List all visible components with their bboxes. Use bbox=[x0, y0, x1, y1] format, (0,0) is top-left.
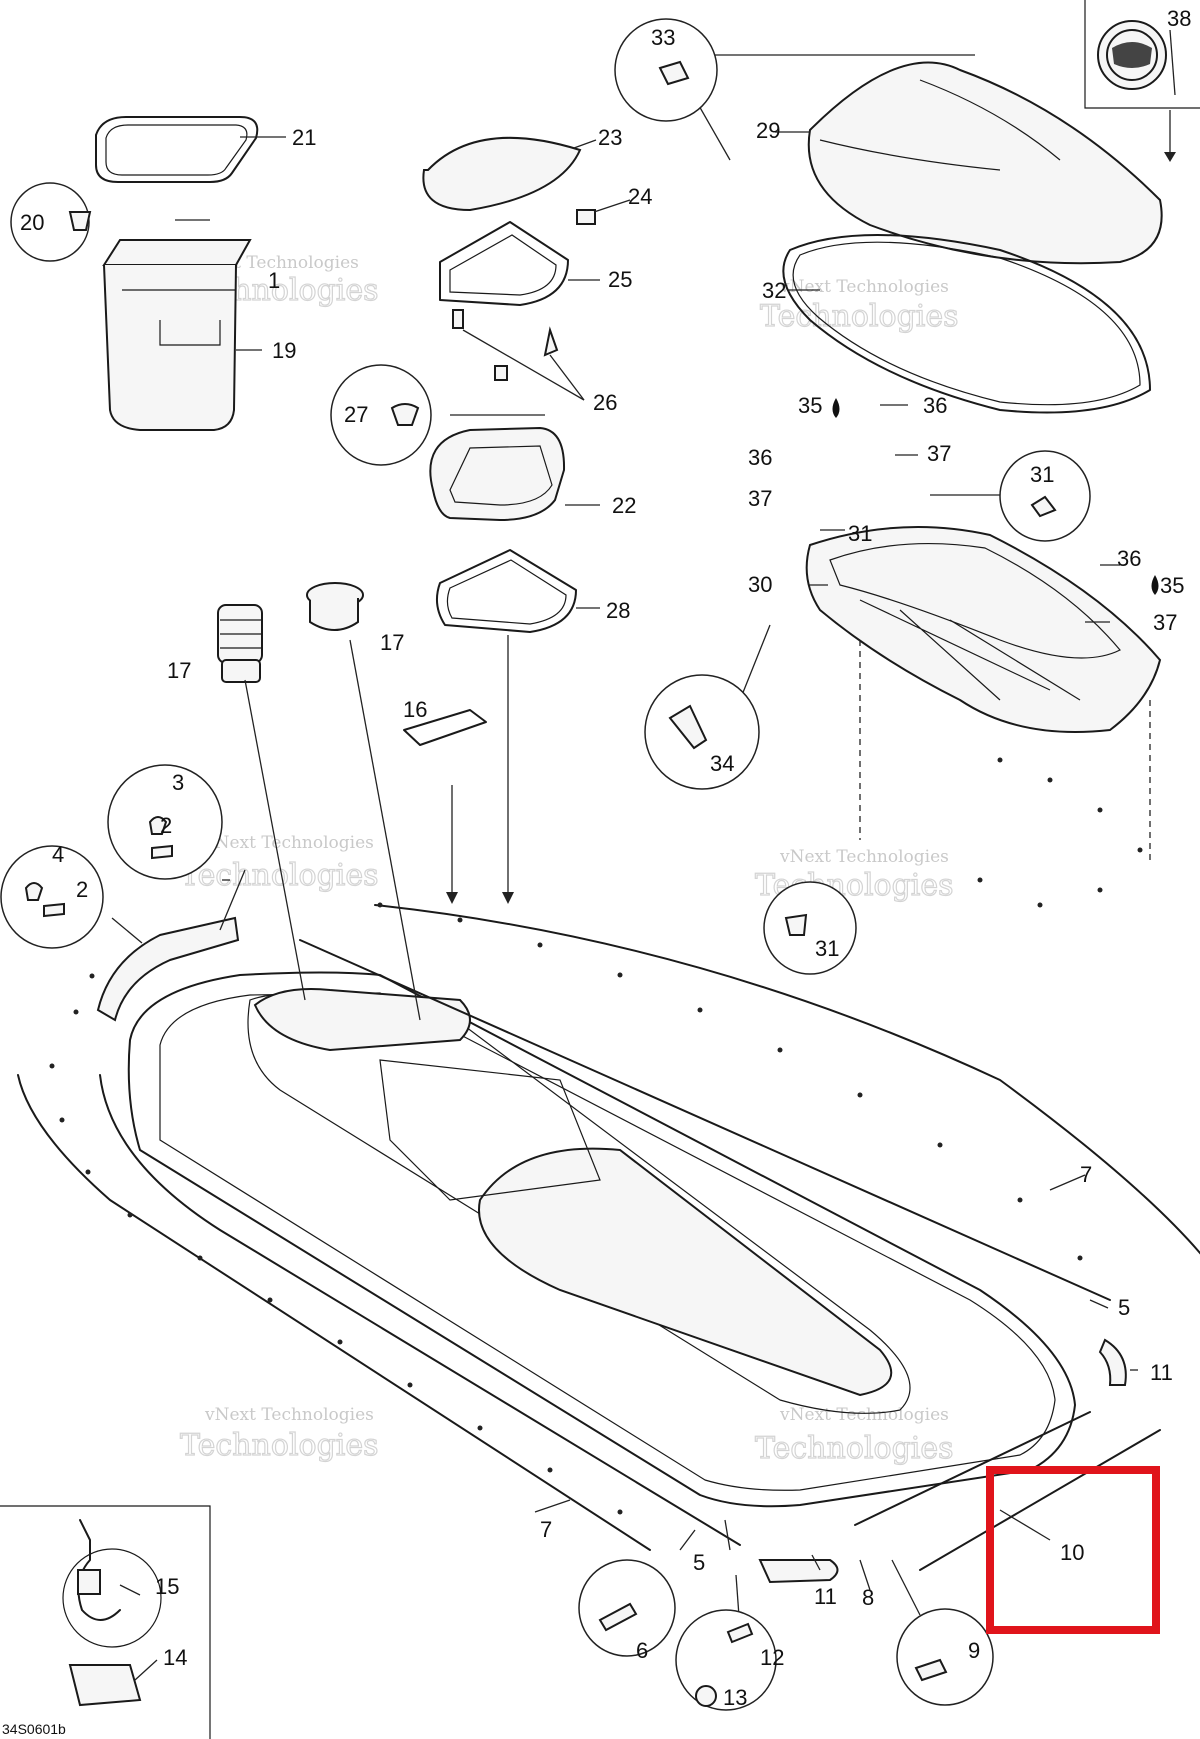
callout-7a: 7 bbox=[1080, 1162, 1092, 1187]
glove-box bbox=[422, 136, 596, 633]
callout-labels: 1 2 2 3 4 5 5 6 7 7 8 9 10 11 11 12 13 1… bbox=[20, 6, 1191, 1710]
callout-13: 13 bbox=[723, 1685, 747, 1710]
callout-26: 26 bbox=[593, 390, 617, 415]
drop-icon bbox=[832, 398, 1159, 595]
callout-24: 24 bbox=[628, 184, 652, 209]
callout-2b: 2 bbox=[76, 877, 88, 902]
callout-28: 28 bbox=[606, 598, 630, 623]
callout-3: 3 bbox=[172, 770, 184, 795]
callout-32: 32 bbox=[762, 278, 786, 303]
watermark-outline: Technologies bbox=[760, 299, 959, 334]
front-tub bbox=[805, 526, 1162, 860]
callout-22: 22 bbox=[612, 493, 636, 518]
detail-circle-20 bbox=[10, 182, 90, 262]
callout-10: 10 bbox=[1060, 1540, 1084, 1565]
leader-lines bbox=[111, 54, 1138, 1681]
callout-5a: 5 bbox=[1118, 1295, 1130, 1320]
callout-38: 38 bbox=[1167, 6, 1191, 31]
callout-7b: 7 bbox=[540, 1517, 552, 1542]
callout-27: 27 bbox=[344, 402, 368, 427]
watermark-text: vNext Technologies bbox=[779, 1405, 949, 1425]
callout-21: 21 bbox=[292, 125, 316, 150]
callout-31c: 31 bbox=[815, 936, 839, 961]
callout-29: 29 bbox=[756, 118, 780, 143]
callout-25: 25 bbox=[608, 267, 632, 292]
callout-2a: 2 bbox=[160, 813, 172, 838]
deck-assembly bbox=[17, 635, 1200, 1584]
detail-circles bbox=[0, 18, 1091, 1711]
watermark-group: vNext Technologies Technologies vNext Te… bbox=[179, 253, 959, 1467]
callout-34: 34 bbox=[710, 751, 734, 776]
callout-20: 20 bbox=[20, 210, 44, 235]
detail-circle-9 bbox=[896, 1608, 994, 1706]
callout-12: 12 bbox=[760, 1645, 784, 1670]
callout-30: 30 bbox=[748, 572, 772, 597]
callout-23: 23 bbox=[598, 125, 622, 150]
watermark-text: vNext Technologies bbox=[204, 1405, 374, 1425]
detail-circle-15 bbox=[62, 1548, 162, 1648]
watermark-text: vNext Technologies bbox=[779, 277, 949, 297]
callout-11b: 11 bbox=[814, 1584, 837, 1609]
storage-bin bbox=[95, 116, 259, 431]
callout-19: 19 bbox=[272, 338, 296, 363]
callout-17b: 17 bbox=[380, 630, 404, 655]
callout-9: 9 bbox=[968, 1638, 980, 1663]
callout-11a: 11 bbox=[1150, 1360, 1173, 1385]
callout-6: 6 bbox=[636, 1638, 648, 1663]
callout-8: 8 bbox=[862, 1585, 874, 1610]
callout-14: 14 bbox=[163, 1645, 187, 1670]
inset-brp-cap bbox=[1084, 0, 1200, 162]
callout-15: 15 bbox=[155, 1574, 179, 1599]
detail-circle-27 bbox=[330, 364, 432, 466]
callout-4: 4 bbox=[52, 842, 64, 867]
document-number: 34S0601b bbox=[2, 1721, 66, 1737]
watermark-text: vNext Technologies bbox=[779, 847, 949, 867]
callout-1: 1 bbox=[268, 268, 280, 293]
detail-circle-4-2 bbox=[0, 845, 104, 949]
watermark-outline: Technologies bbox=[755, 1431, 954, 1466]
callout-31b: 31 bbox=[848, 521, 872, 546]
detail-circle-31-mid bbox=[763, 881, 857, 975]
front-cowl bbox=[782, 61, 1163, 414]
callout-36b: 36 bbox=[748, 445, 772, 470]
callout-36c: 36 bbox=[1117, 546, 1141, 571]
callout-31a: 31 bbox=[1030, 462, 1054, 487]
callout-35a: 35 bbox=[798, 393, 822, 418]
watermark-text: vNext Technologies bbox=[204, 833, 374, 853]
watermark-outline: Technologies bbox=[180, 1428, 379, 1463]
callout-37c: 37 bbox=[1153, 610, 1177, 635]
callout-37a: 37 bbox=[927, 441, 951, 466]
callout-16: 16 bbox=[403, 697, 427, 722]
callout-5b: 5 bbox=[693, 1550, 705, 1575]
callout-17a: 17 bbox=[167, 658, 191, 683]
callout-35b: 35 bbox=[1160, 573, 1184, 598]
callout-36a: 36 bbox=[923, 393, 947, 418]
callout-33: 33 bbox=[651, 25, 675, 50]
callout-37b: 37 bbox=[748, 486, 772, 511]
highlight-box-part-10 bbox=[986, 1466, 1160, 1634]
inset-clips bbox=[0, 1505, 211, 1739]
fastener-dots bbox=[49, 757, 1143, 1515]
fuel-vents bbox=[217, 582, 487, 746]
